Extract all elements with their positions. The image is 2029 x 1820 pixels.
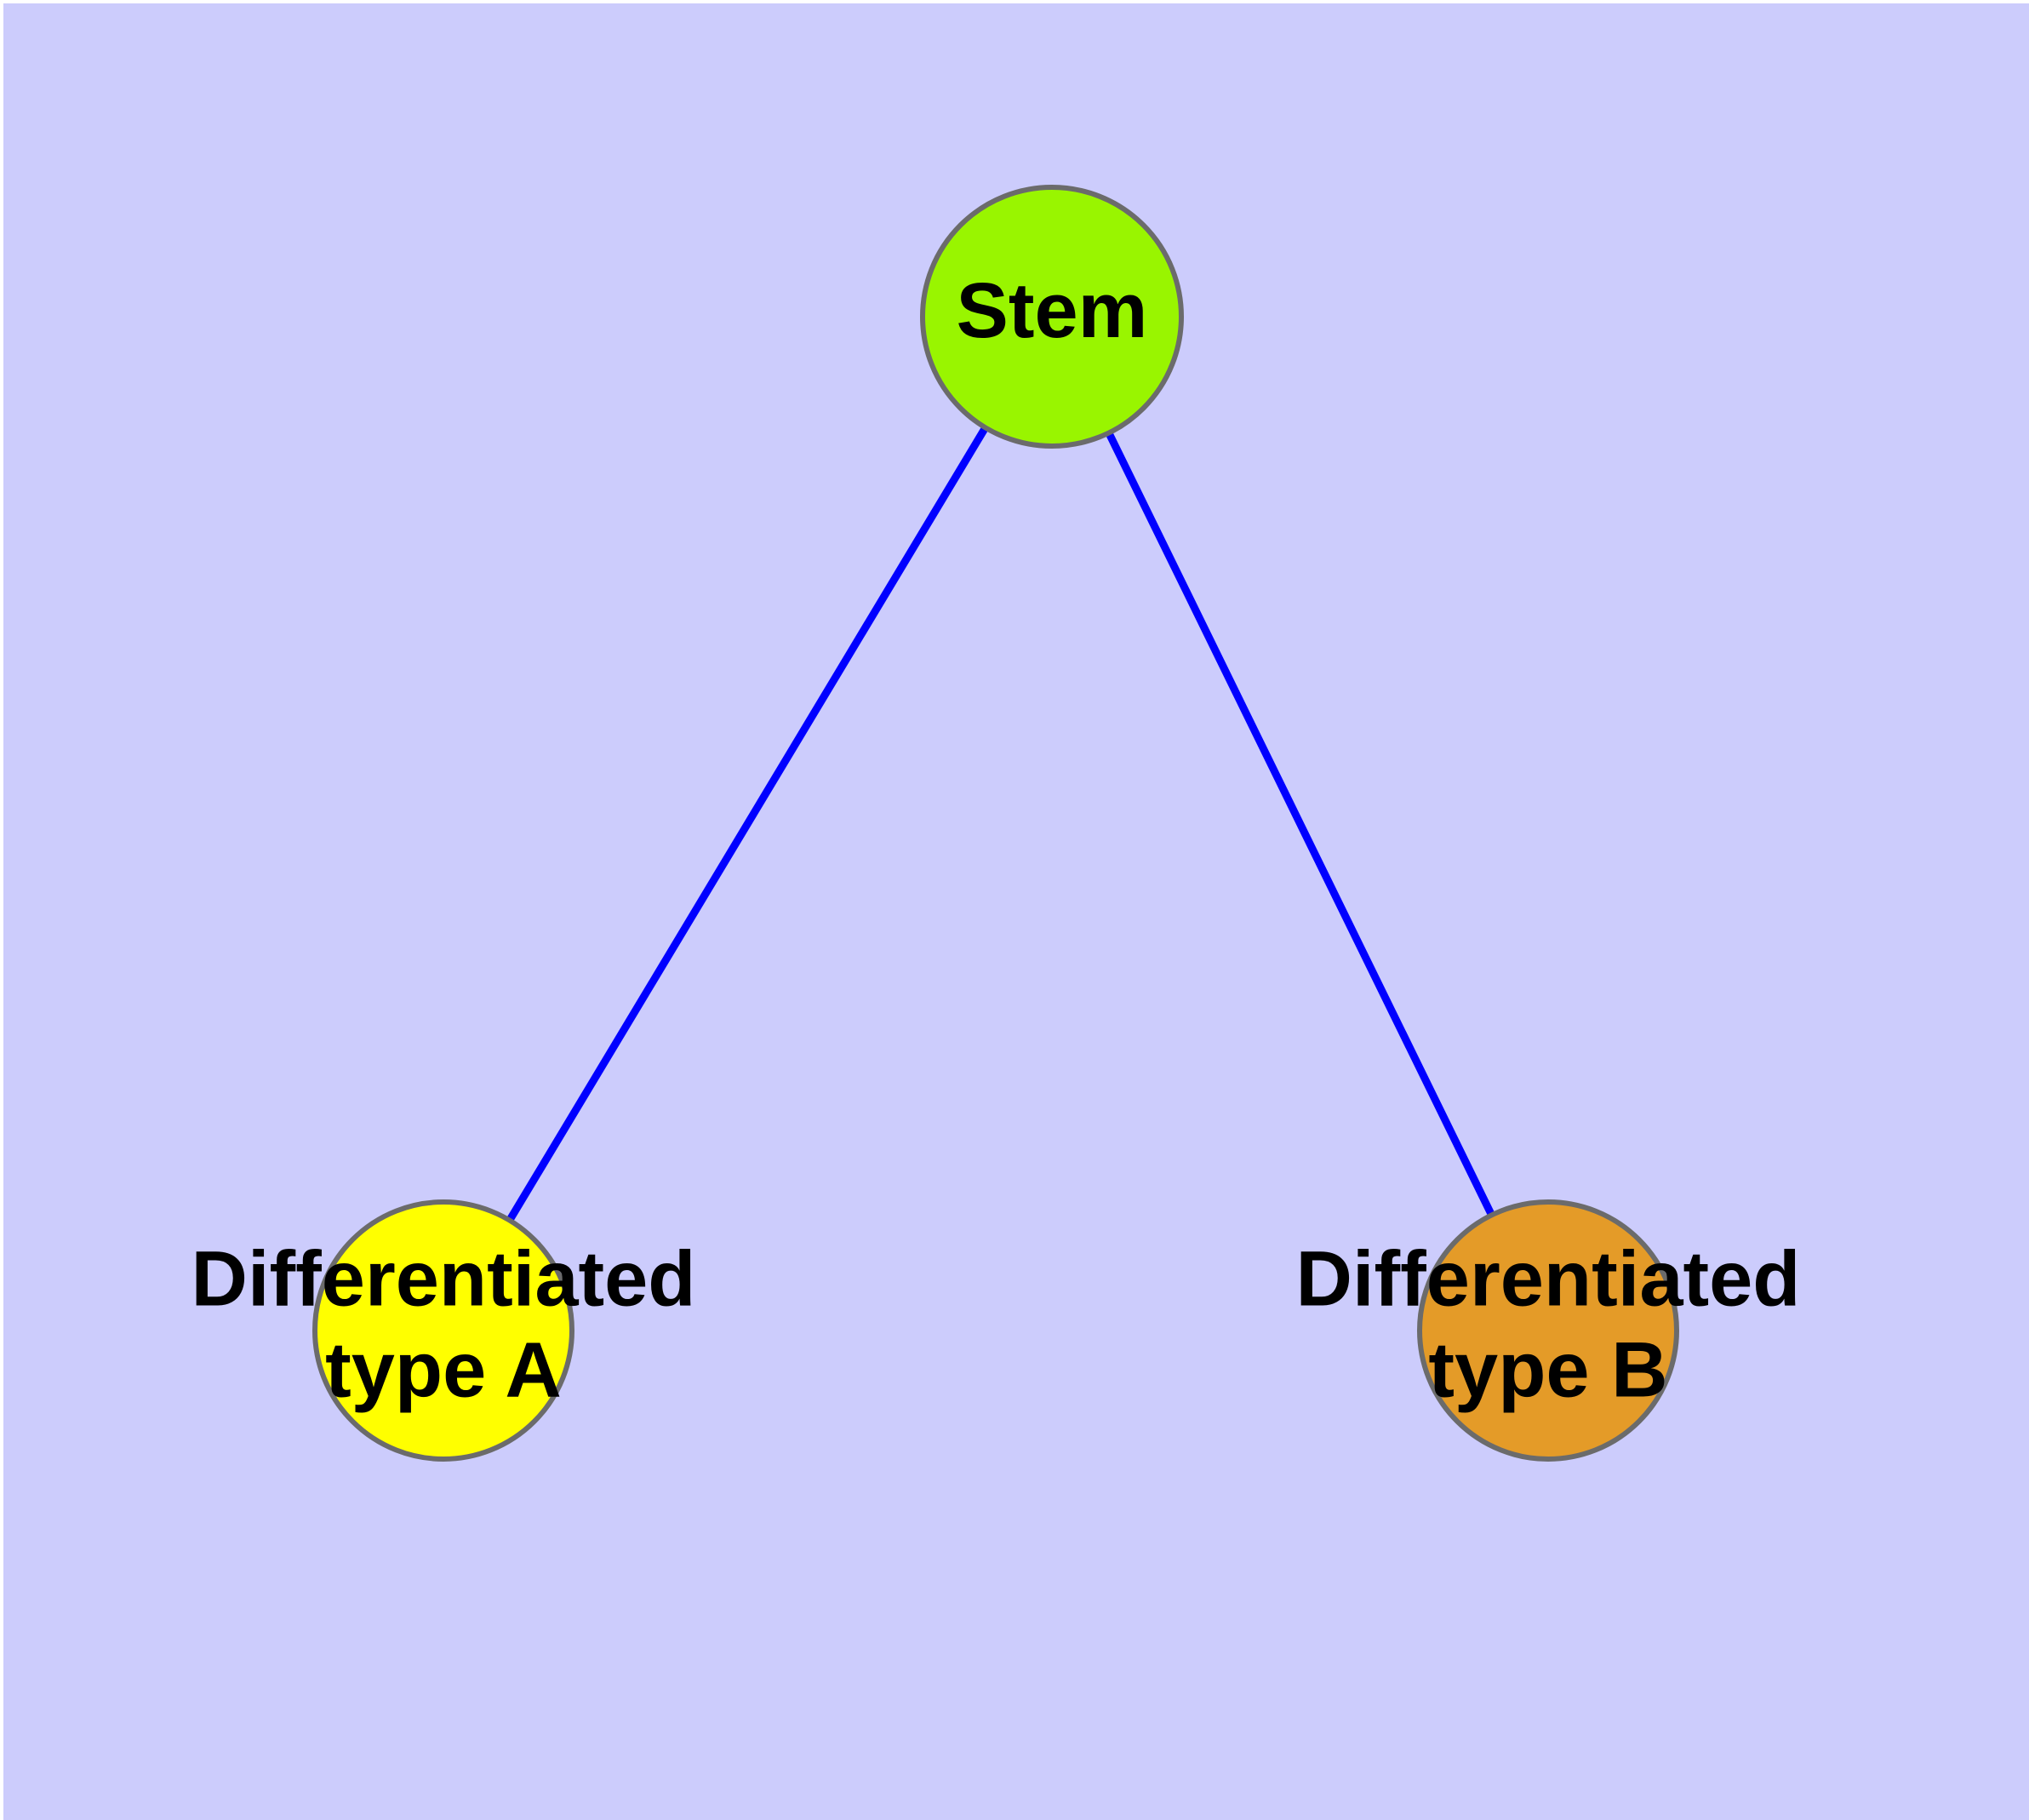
graph-node-label-line: type A xyxy=(325,1327,562,1414)
graph-node-label-line: Differentiated xyxy=(1296,1236,1801,1323)
edge-layer xyxy=(505,423,1496,1225)
graph-node-stem[interactable] xyxy=(920,185,1184,449)
graph-node-label-line: Stem xyxy=(957,267,1148,354)
graph-node-diff_b[interactable] xyxy=(1417,1199,1679,1462)
graph-edge-stem-to-diff_a xyxy=(505,423,991,1225)
graph-edge-stem-to-diff_b xyxy=(1104,428,1496,1220)
node-layer xyxy=(312,185,1679,1462)
graph-node-diff_a[interactable] xyxy=(312,1199,574,1462)
graph-node-label-stem: Stem xyxy=(957,267,1148,354)
graph-node-label-line: type B xyxy=(1428,1327,1667,1414)
graph-node-label-line: Differentiated xyxy=(191,1236,696,1323)
